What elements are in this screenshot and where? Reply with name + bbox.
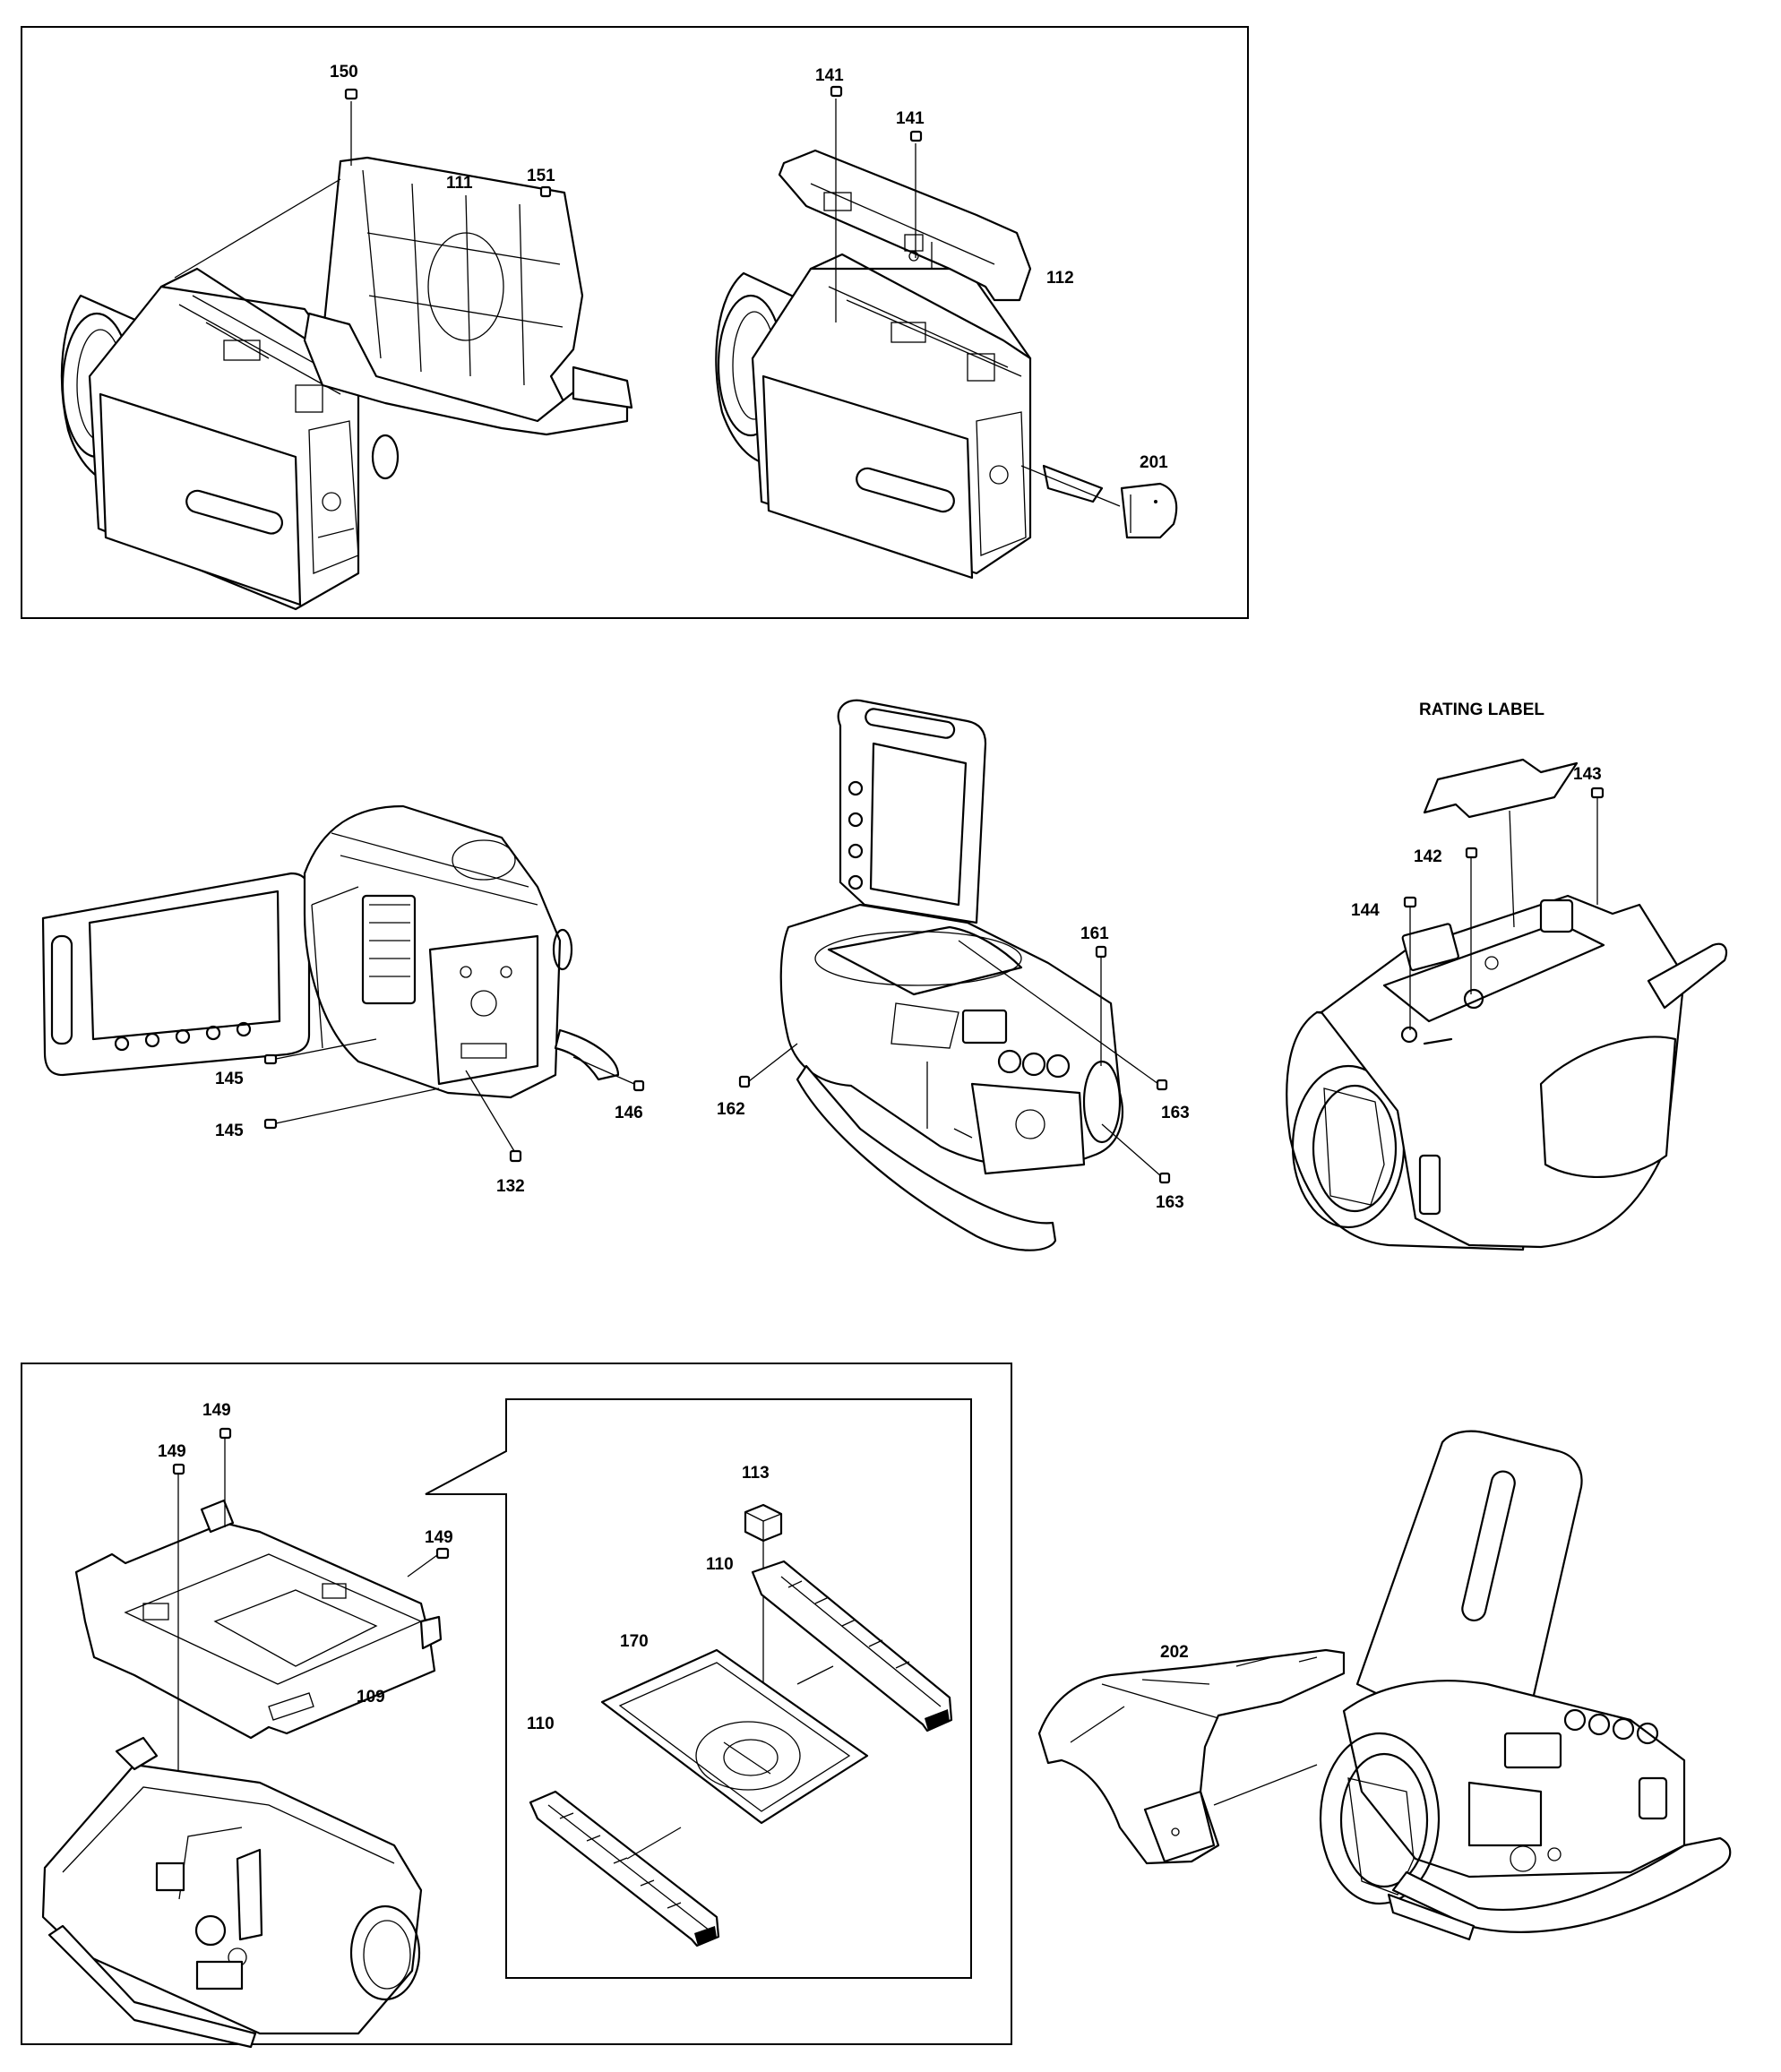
callout-132: 132 [496,1177,525,1196]
callout-144: 144 [1351,901,1380,920]
screw-149-a [172,1463,185,1814]
rating-label-sticker [1423,758,1579,819]
panel-top-frame [21,26,1249,619]
callout-145-a: 145 [215,1070,244,1088]
callout-143: 143 [1573,765,1602,784]
callout-141-a: 141 [815,66,844,85]
callout-201: 201 [1140,453,1168,472]
callout-110-a: 110 [706,1555,734,1574]
screw-162 [738,1043,798,1088]
callout-111: 111 [446,174,473,193]
callout-163-b: 163 [1156,1193,1184,1212]
camcorder-body-a [60,267,400,611]
part-111-rear-cover [303,156,633,436]
camcorder-bottom-view [1286,894,1727,1251]
screw-150 [344,88,358,166]
screw-141-b [909,130,923,258]
screw-161 [1095,945,1107,1066]
screw-149-c [407,1547,450,1578]
callout-163-a: 163 [1161,1104,1190,1122]
callout-161: 161 [1080,924,1109,943]
screw-145-b [263,1088,440,1130]
rating-label-title: RATING LABEL [1419,701,1544,719]
part-110-rail-upper [751,1560,953,1732]
callout-202: 202 [1160,1643,1189,1662]
screw-143 [1590,787,1605,905]
screw-146 [572,1056,645,1092]
screw-151 [539,185,552,198]
callout-146: 146 [615,1104,643,1122]
panel-bottom-frame [21,1363,1012,2045]
detail-inset-frame [425,1398,972,1979]
callout-170: 170 [620,1632,649,1651]
callout-162: 162 [717,1100,745,1119]
part-109-hdd-bracket [74,1499,443,1740]
callout-149-c: 149 [425,1528,453,1547]
screw-141-a [830,85,843,322]
screw-145-a [263,1038,377,1065]
part-112-top-cover [778,149,1032,302]
part-110-rail-lower [529,1790,720,1947]
part-201-side-cap [1020,465,1178,539]
camcorder-body-b [715,253,1104,580]
callout-150: 150 [330,63,358,82]
screw-144 [1403,896,1417,1030]
callout-149-a: 149 [158,1442,186,1461]
screw-142 [1465,847,1478,994]
callout-110-b: 110 [527,1715,555,1733]
screw-163-a [958,940,1168,1091]
callout-149-b: 149 [202,1401,231,1420]
screw-132 [465,1070,522,1163]
screw-149-b [219,1427,232,1527]
camcorder-lcd-open [41,804,620,1099]
callout-145-b: 145 [215,1122,244,1140]
part-170-hdd [600,1648,869,1825]
callout-151: 151 [527,167,555,185]
screw-163-b [1101,1123,1171,1184]
callout-109: 109 [357,1688,385,1707]
callout-141-b: 141 [896,109,925,128]
camcorder-hdd-bay [41,1736,423,2049]
callout-113: 113 [742,1464,770,1483]
camcorder-lcd-up [779,699,1123,1251]
callout-142: 142 [1414,847,1442,866]
part-202-front-cover [1037,1648,1346,1865]
camcorder-front-lcd-up [1319,1430,1732,1941]
callout-112: 112 [1046,269,1074,288]
